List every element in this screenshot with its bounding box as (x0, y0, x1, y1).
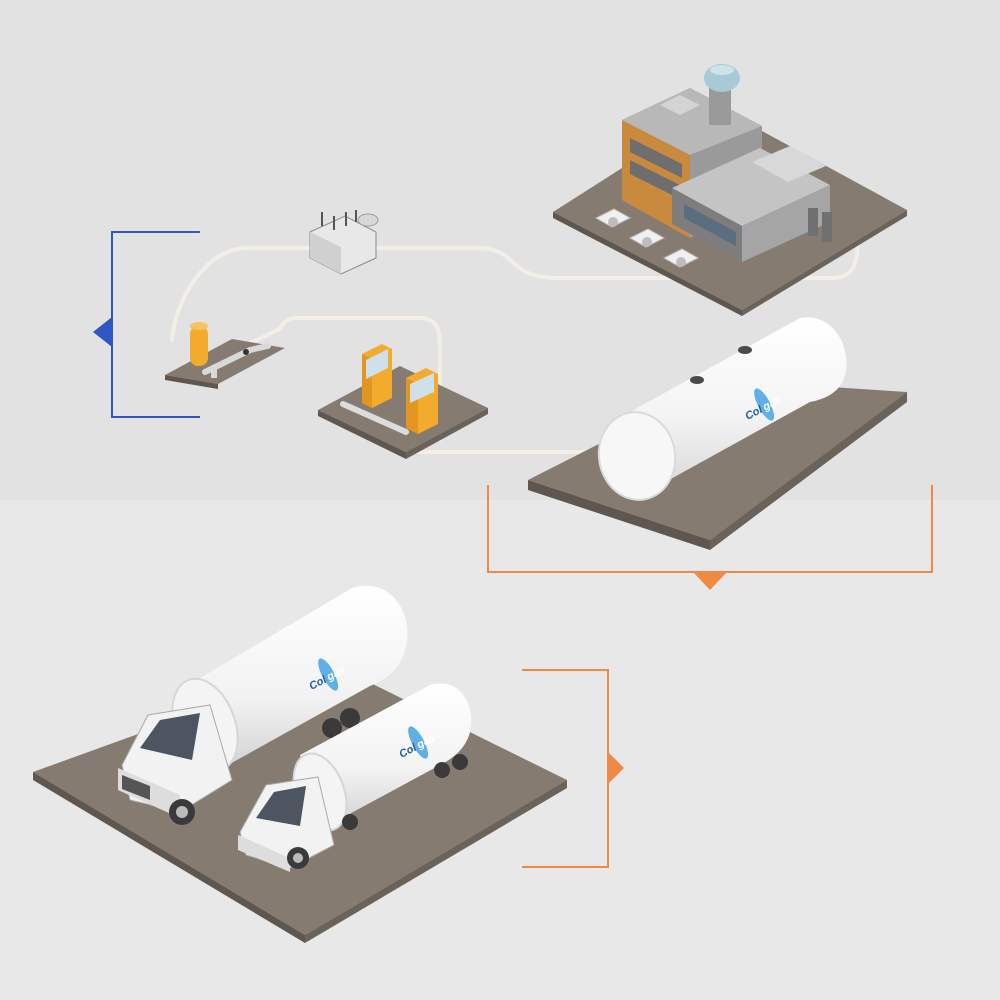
large-tanker-truck: Col gas (118, 585, 408, 825)
arrow-left-icon (93, 317, 112, 347)
storage-tank: Col gas (528, 317, 907, 550)
pipeline (170, 233, 860, 454)
tanker-trucks: Col gas Col gas (33, 585, 567, 943)
production-plant (553, 64, 907, 316)
small-tanker-truck: Col gas (238, 683, 472, 872)
transformer (309, 210, 379, 275)
left-bracket (93, 231, 200, 418)
compressor-station (318, 344, 488, 459)
gas-separator (165, 322, 285, 389)
arrow-right-icon (608, 752, 624, 784)
arrow-down-icon (693, 572, 727, 590)
storage-bracket (487, 485, 933, 590)
pipe-separator-to-compressor (248, 316, 442, 442)
pipe-plant-to-separator (170, 233, 860, 342)
trucks-bracket (522, 669, 624, 868)
